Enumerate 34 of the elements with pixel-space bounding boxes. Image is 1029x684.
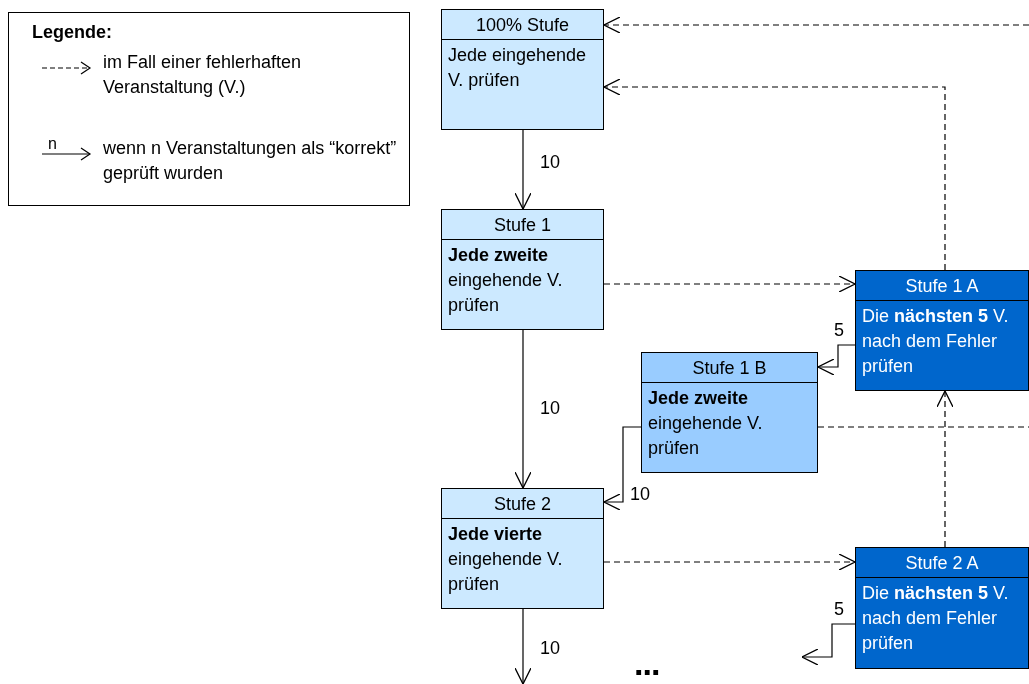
stage-title: Stufe 2 <box>442 489 603 519</box>
stage-title: Stufe 1 <box>442 210 603 240</box>
stage-title: Stufe 1 B <box>642 353 817 383</box>
stage-box <box>855 547 1029 669</box>
stage-box <box>441 488 604 609</box>
dashed-arrow <box>603 553 856 571</box>
stage-description: Die nächsten 5 V. nach dem Fehler prüfen <box>861 305 1010 378</box>
stage-description: Die nächsten 5 V. nach dem Fehler prüfen <box>861 582 1010 655</box>
stage-title: Stufe 2 A <box>856 548 1028 578</box>
stage-box <box>855 270 1029 391</box>
legend-text: im Fall einer fehlerhaften Veranstaltung (V.) <box>103 51 303 99</box>
stage-description: Jede vierte eingehende V. prüfen <box>447 523 564 596</box>
dashed-arrow <box>603 78 946 271</box>
dashed-arrow <box>936 390 954 548</box>
stage-description: Jede zweite eingehende V. prüfen <box>447 244 564 317</box>
stage-box <box>441 9 604 130</box>
stage-description: Jede zweite eingehende V. prüfen <box>647 387 764 460</box>
stage-title: Stufe 1 A <box>856 271 1028 301</box>
stage-box <box>641 352 818 473</box>
arrow <box>801 623 856 666</box>
arrow <box>817 344 856 376</box>
legend-text: wenn n Veranstaltungen als “korrekt” geprüft wurden <box>103 137 398 185</box>
stage-box <box>441 209 604 330</box>
arrow <box>514 608 532 684</box>
legend-title: Legende: <box>32 22 112 43</box>
stage-description: Jede eingehende V. prüfen <box>447 44 588 92</box>
arrow <box>514 129 532 210</box>
dashed-arrow <box>603 16 1029 34</box>
stage-title: 100% Stufe <box>442 10 603 40</box>
dashed-arrow <box>603 275 856 293</box>
ellipsis: ... <box>634 648 660 678</box>
arrow <box>603 426 642 511</box>
arrow-count-label: n <box>48 136 57 152</box>
arrow <box>514 329 532 489</box>
